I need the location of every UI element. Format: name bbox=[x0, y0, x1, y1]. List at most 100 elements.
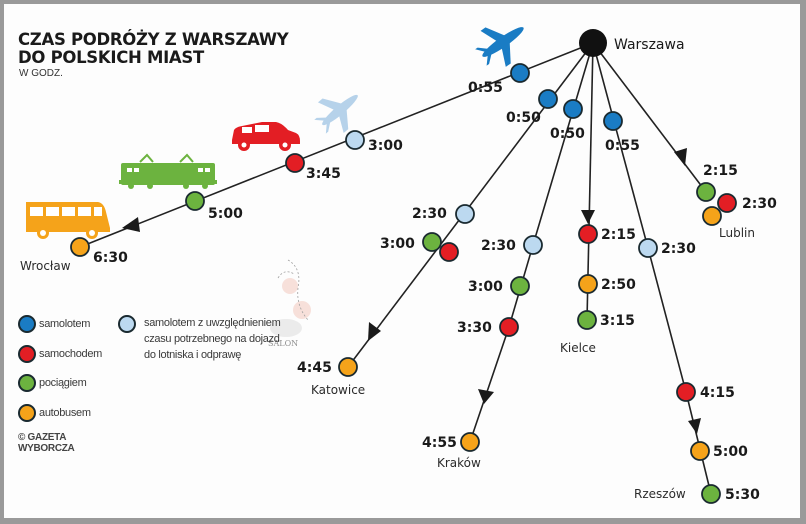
city-label-lublin: Lublin bbox=[719, 226, 755, 240]
legend-transfer-line-1: samolotem z uwzględnieniem bbox=[144, 317, 281, 329]
time-label-rze-car: 4:15 bbox=[700, 385, 735, 401]
legend-item-car: samochodem bbox=[18, 345, 102, 363]
node-rze-train bbox=[701, 484, 721, 504]
time-labels: 0:55 3:00 3:45 5:00 6:30 0:50 2:30 3:00 4:45 0:50… bbox=[93, 80, 777, 503]
copyright-credit: © GAZETA WYBORCZA bbox=[18, 432, 75, 454]
legend-label-plane: samolotem bbox=[39, 318, 91, 330]
city-label-wrocław: Wrocław bbox=[20, 259, 71, 273]
origin-node-warszawa bbox=[579, 29, 607, 57]
node-wro-plane bbox=[510, 63, 530, 83]
route-line-wroclaw bbox=[79, 42, 594, 248]
time-label-kie-train: 3:15 bbox=[600, 313, 635, 329]
node-kat-transfer bbox=[455, 204, 475, 224]
time-label-kie-car: 2:15 bbox=[601, 227, 636, 243]
train-icon bbox=[119, 153, 217, 189]
node-krk-plane bbox=[563, 99, 583, 119]
node-kat-train bbox=[422, 232, 442, 252]
arrow-kielce bbox=[581, 210, 595, 224]
legend-item-plane-transfer bbox=[118, 315, 136, 333]
route-line-kielce bbox=[586, 42, 594, 321]
node-wro-train bbox=[185, 191, 205, 211]
title-line-2: DO POLSKICH MIAST bbox=[18, 48, 204, 67]
node-krk-transfer bbox=[523, 235, 543, 255]
time-nodes bbox=[70, 63, 737, 504]
node-kie-car bbox=[578, 224, 598, 244]
title-line-1: CZAS PODRÓŻY Z WARSZAWY bbox=[18, 30, 289, 49]
time-label-kie-bus: 2:50 bbox=[601, 277, 636, 293]
route-lines bbox=[79, 42, 712, 495]
route-line-lublin bbox=[592, 42, 707, 193]
bus-icon bbox=[26, 202, 110, 239]
time-label-rze-train: 5:30 bbox=[725, 487, 760, 503]
node-rze-bus bbox=[690, 441, 710, 461]
time-label-kat-train: 3:00 bbox=[380, 236, 415, 252]
plane-icon-light bbox=[314, 94, 358, 134]
arrow-krakow bbox=[478, 389, 494, 404]
node-wro-transfer bbox=[345, 130, 365, 150]
city-label-katowice: Katowice bbox=[311, 383, 365, 397]
time-label-krk-train: 3:00 bbox=[468, 279, 503, 295]
legend-item-bus: autobusem bbox=[18, 404, 91, 422]
time-label-krk-car: 3:30 bbox=[457, 320, 492, 336]
time-label-wro-bus: 6:30 bbox=[93, 250, 128, 266]
infographic-panel bbox=[4, 4, 800, 518]
watermark: SALON bbox=[268, 258, 338, 353]
time-label-wro-train: 5:00 bbox=[208, 206, 243, 222]
time-label-krk-bus: 4:55 bbox=[422, 435, 457, 451]
legend-dot-plane bbox=[18, 315, 36, 333]
legend-transfer-line-3: do lotniska i odprawę bbox=[144, 349, 242, 361]
watermark-text: SALON bbox=[268, 339, 298, 348]
legend-label-car: samochodem bbox=[39, 348, 103, 360]
unit-subtitle: W GODZ. bbox=[19, 68, 63, 79]
legend-dot-bus bbox=[18, 404, 36, 422]
node-rze-car bbox=[676, 382, 696, 402]
node-wro-bus bbox=[70, 237, 90, 257]
time-label-krk-transfer: 2:30 bbox=[481, 238, 516, 254]
time-label-rze-plane: 0:55 bbox=[605, 138, 640, 154]
node-kat-car bbox=[439, 242, 459, 262]
legend-item-plane: samolotem bbox=[18, 315, 90, 333]
node-krk-car bbox=[499, 317, 519, 337]
node-rze-plane bbox=[603, 111, 623, 131]
node-krk-train bbox=[510, 276, 530, 296]
legend-dot-plane-transfer bbox=[118, 315, 136, 333]
time-label-kat-plane: 0:50 bbox=[506, 110, 541, 126]
direction-arrows bbox=[122, 148, 701, 434]
time-label-kat-transfer: 2:30 bbox=[412, 206, 447, 222]
time-label-wro-car: 3:45 bbox=[306, 166, 341, 182]
node-kie-bus bbox=[578, 274, 598, 294]
city-label-warszawa: Warszawa bbox=[614, 37, 685, 53]
city-labels: WarszawaWrocławKatowiceKrakówKielceRzesz… bbox=[20, 37, 755, 501]
arrow-rzeszow bbox=[688, 418, 701, 434]
arrow-lublin bbox=[674, 148, 687, 166]
plane-icon bbox=[475, 27, 524, 67]
infographic-title: CZAS PODRÓŻY Z WARSZAWY DO POLSKICH MIAS… bbox=[18, 30, 289, 67]
node-lub-bus bbox=[702, 206, 722, 226]
time-label-kat-bus: 4:45 bbox=[297, 360, 332, 376]
car-icon bbox=[232, 122, 300, 151]
node-wro-car bbox=[285, 153, 305, 173]
time-label-wro-transfer: 3:00 bbox=[368, 138, 403, 154]
legend-transfer-line-2: czasu potrzebnego na dojazd bbox=[144, 333, 280, 345]
legend-label-plane-transfer: samolotem z uwzględnieniem czasu potrzeb… bbox=[144, 315, 314, 363]
node-kie-train bbox=[577, 310, 597, 330]
node-kat-plane bbox=[538, 89, 558, 109]
time-label-krk-plane: 0:50 bbox=[550, 126, 585, 142]
city-label-rzeszów: Rzeszów bbox=[634, 487, 686, 501]
time-label-rze-transfer: 2:30 bbox=[661, 241, 696, 257]
watermark-sketch-icon: SALON bbox=[268, 259, 311, 348]
legend-item-train: pociągiem bbox=[18, 374, 87, 392]
legend-label-bus: autobusem bbox=[39, 407, 91, 419]
legend-dot-train bbox=[18, 374, 36, 392]
city-label-kielce: Kielce bbox=[560, 341, 596, 355]
time-label-rze-bus: 5:00 bbox=[713, 444, 748, 460]
node-lub-car bbox=[717, 193, 737, 213]
node-lub-train bbox=[696, 182, 716, 202]
arrow-wroclaw bbox=[122, 217, 140, 232]
node-kat-bus bbox=[338, 357, 358, 377]
arrow-katowice bbox=[368, 322, 381, 341]
time-label-lub-train: 2:15 bbox=[703, 163, 738, 179]
legend-dot-car bbox=[18, 345, 36, 363]
time-label-wro-plane: 0:55 bbox=[468, 80, 503, 96]
